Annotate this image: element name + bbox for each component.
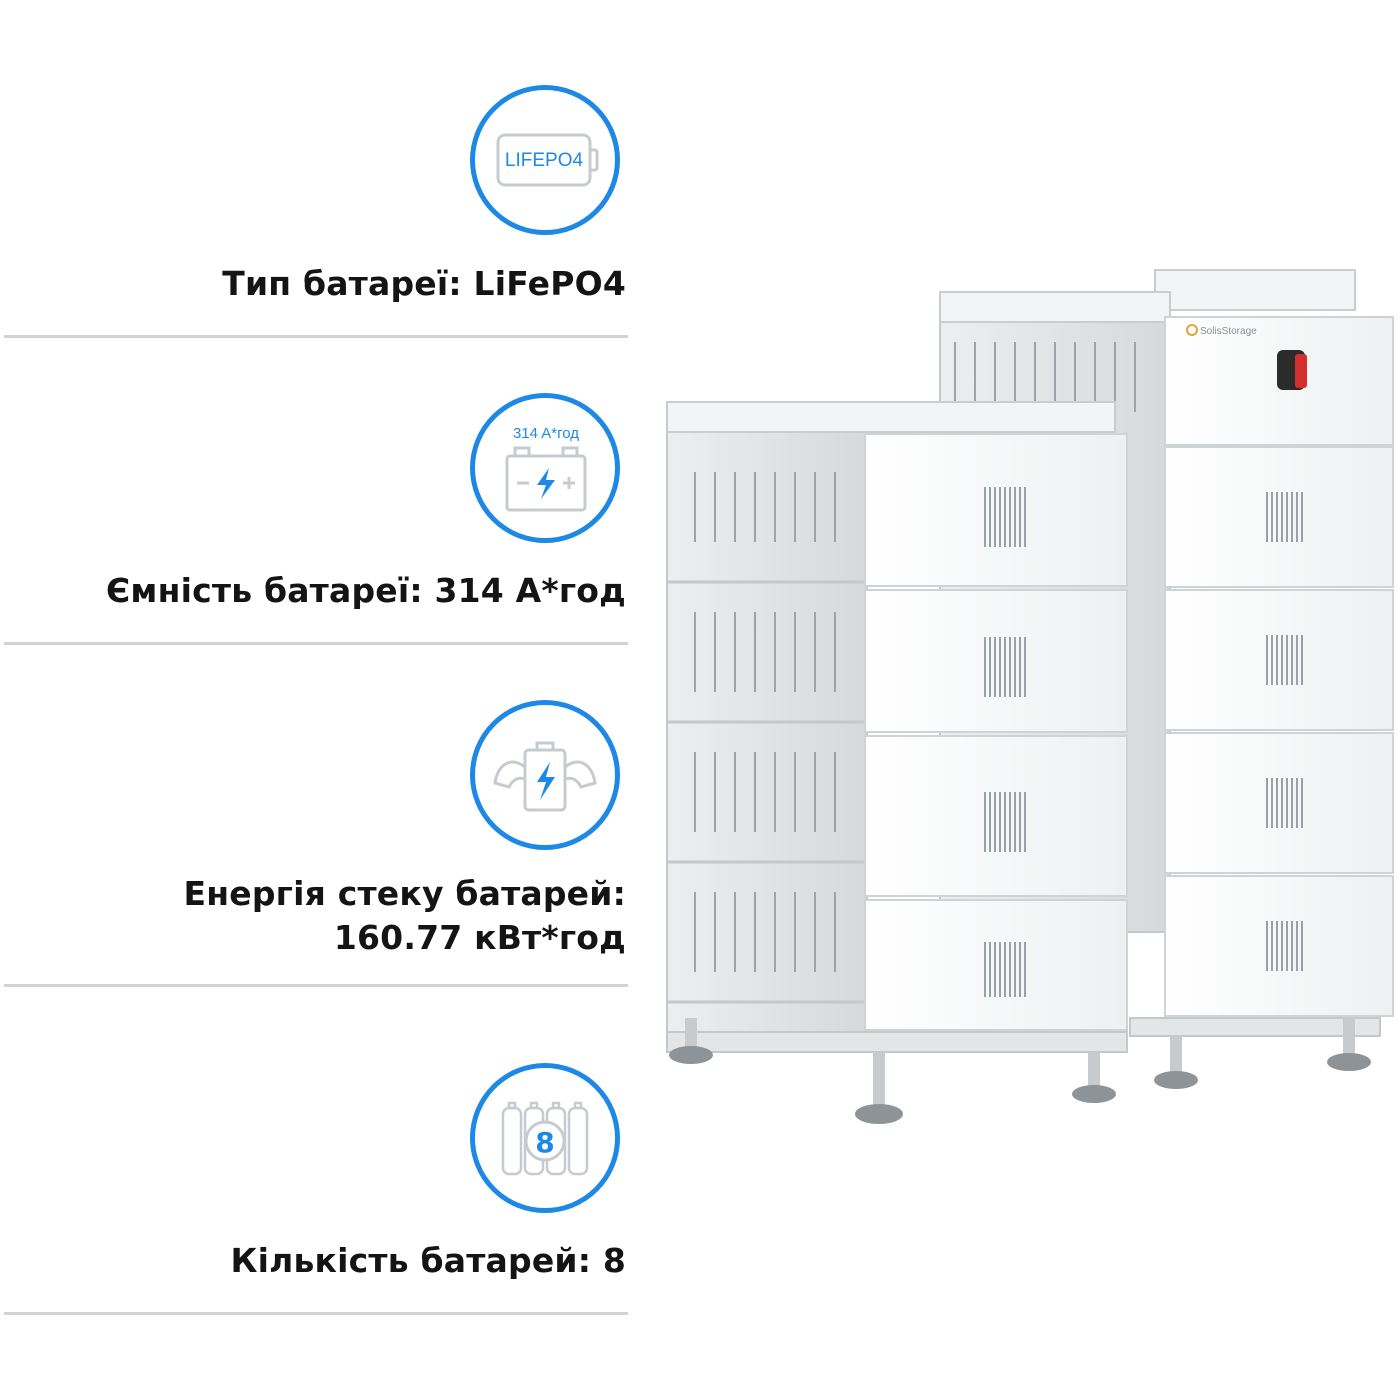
battery-capacity-badge: 314 A*год xyxy=(470,393,620,543)
stack-energy-label-line1: Енергія стеку батарей: xyxy=(183,874,626,913)
count-badge-text: 8 xyxy=(535,1126,554,1159)
stack-energy-label: Енергія стеку батарей: 160.77 кВт*год xyxy=(184,872,626,960)
lifepo4-badge-text: LIFEPO4 xyxy=(505,150,584,171)
rear-battery-tower: SolisStorage xyxy=(939,269,1394,1089)
battery-count-label: Кількість батарей: 8 xyxy=(230,1241,626,1280)
stack-energy-badge xyxy=(470,700,620,850)
divider-1 xyxy=(4,335,628,338)
divider-2 xyxy=(4,642,628,645)
front-modules xyxy=(864,433,1128,1031)
battery-count-icon: 8 xyxy=(501,1101,589,1176)
battery-lifepo4-icon: LIFEPO4 xyxy=(496,133,599,187)
battery-type-label: Тип батареї: LiFePO4 xyxy=(222,264,626,303)
battery-count-badge: 8 xyxy=(470,1063,620,1213)
capacity-badge-text: 314 A*год xyxy=(513,425,579,442)
battery-stack-illustration: SolisStorage xyxy=(666,269,1394,1124)
battery-capacity-label: Ємність батареї: 314 А*год xyxy=(106,571,626,610)
battery-strength-icon xyxy=(493,741,597,812)
battery-capacity-icon: 314 A*год xyxy=(505,425,587,512)
divider-3 xyxy=(4,984,628,987)
rear-modules xyxy=(1164,446,1394,1017)
stack-energy-label-line2: 160.77 кВт*год xyxy=(333,918,626,957)
battery-type-badge: LIFEPO4 xyxy=(470,85,620,235)
brand-text: SolisStorage xyxy=(1200,326,1257,337)
front-battery-tower xyxy=(666,401,1128,1124)
divider-4 xyxy=(4,1312,628,1315)
